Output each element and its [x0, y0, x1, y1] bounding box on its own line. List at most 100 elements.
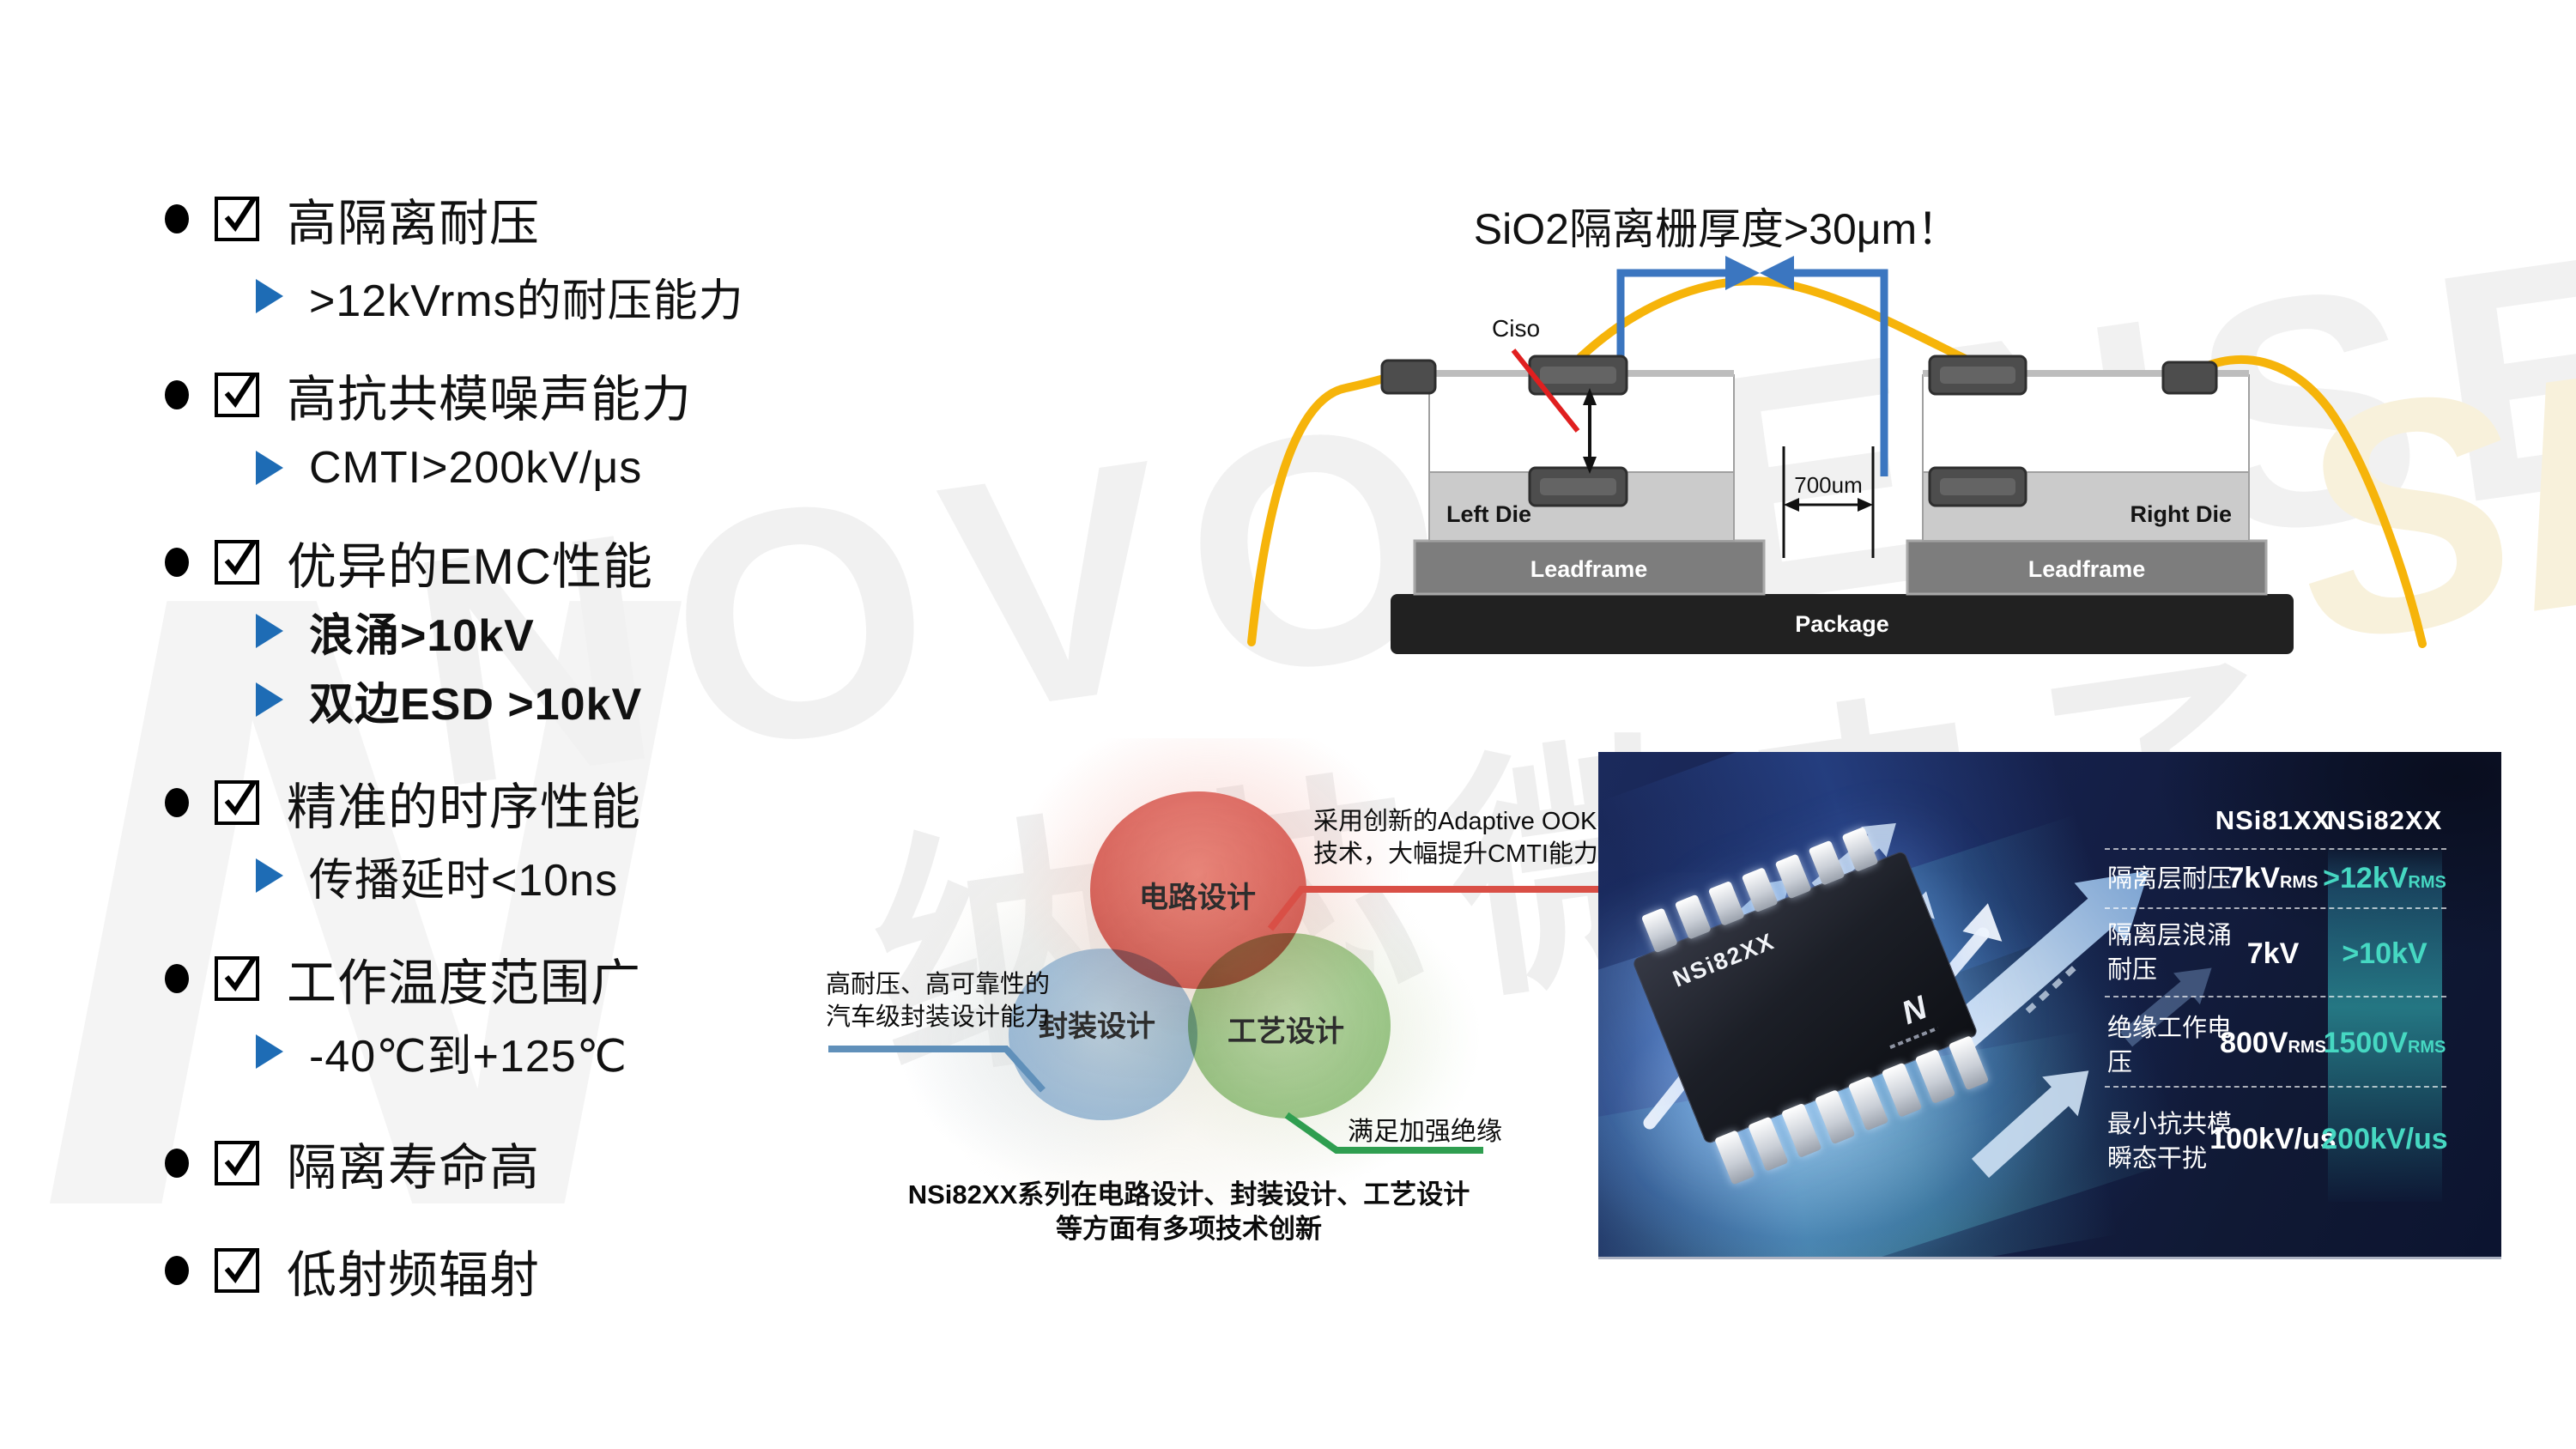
table-cell-nsi81xx: 7kVRMS	[2200, 862, 2346, 895]
feature-subitem: >12kVrms的耐压能力	[256, 266, 744, 326]
feature-label: 隔离寿命高	[287, 1140, 541, 1196]
diagram-title: SiO2隔离栅厚度>30μm！	[1474, 205, 1960, 253]
callout-line-process	[1284, 1112, 1483, 1154]
checkbox-icon	[215, 197, 259, 241]
callout-line-package	[828, 1046, 1046, 1093]
table-cell-nsi82xx: 1500VRMS	[2312, 1027, 2458, 1060]
feature-subitem: -40℃到+125℃	[256, 1022, 627, 1082]
value: >12kV	[2323, 862, 2409, 894]
row-divider	[2105, 1086, 2446, 1088]
bullet-dot-icon	[165, 1256, 189, 1285]
feature-list: 高隔离耐压 >12kVrms的耐压能力 高抗共模噪声能力 CMTI>200kV/…	[0, 0, 901, 1449]
arrow-dashed-icon	[2025, 964, 2078, 1014]
table-cell-nsi81xx: 7kV	[2200, 937, 2346, 971]
arrow-head-left-icon	[1760, 256, 1794, 290]
feature-label: 优异的EMC性能	[287, 539, 653, 595]
feature-label: 低射频辐射	[287, 1247, 541, 1303]
feature-sublabel: 双边ESD >10kV	[309, 679, 643, 730]
bond-pads	[1380, 355, 2218, 507]
feature-item: 高抗共模噪声能力	[165, 362, 692, 427]
venn-caption-line1: NSi82XX系列在电路设计、封装设计、工艺设计	[907, 1179, 1470, 1210]
table-header-nsi81xx: NSi81XX	[2215, 805, 2331, 835]
feature-label: 高隔离耐压	[287, 196, 541, 252]
value: 7kV	[2246, 937, 2300, 970]
value-sub: RMS	[2280, 873, 2318, 892]
checkbox-icon	[215, 780, 259, 825]
feature-sublabel: CMTI>200kV/μs	[309, 443, 643, 493]
bullet-dot-icon	[165, 548, 189, 577]
bullet-dot-icon	[165, 788, 189, 817]
arrow-bullet-icon	[256, 858, 283, 893]
table-cell-nsi81xx: 100kV/us	[2200, 1123, 2346, 1156]
leadframe-right-label: Leadframe	[2028, 556, 2146, 582]
product-panel: NSi82XX N NSi81XX NSi82XX 隔离层耐压	[1598, 752, 2501, 1257]
value: >10kV	[2342, 937, 2428, 970]
feature-item: 隔离寿命高	[165, 1131, 540, 1196]
chip-part-number: NSi82XX	[1669, 927, 1779, 992]
feature-sublabel: -40℃到+125℃	[309, 1031, 628, 1082]
table-row-label: 隔离层耐压	[2107, 865, 2233, 893]
arrow-head-right-icon	[1725, 256, 1760, 290]
row-divider	[2105, 907, 2446, 909]
row-divider	[2105, 996, 2446, 997]
feature-sublabel: >12kVrms的耐压能力	[309, 276, 744, 326]
right-die-label: Right Die	[2131, 501, 2233, 527]
feature-subitem: 传播延时<10ns	[256, 846, 618, 906]
arrow-up-icon	[1971, 1070, 2089, 1179]
venn-diagram: 电路设计 封装设计 工艺设计 采用创新的Adaptive OOK 技术，大幅提升…	[807, 738, 1648, 1288]
value-sub: RMS	[2407, 1038, 2446, 1057]
ciso-pointer-line	[1511, 349, 1580, 433]
checkbox-icon	[215, 540, 259, 585]
ciso-label: Ciso	[1492, 315, 1540, 342]
value: 100kV/us	[2209, 1123, 2337, 1155]
venn-label-package: 封装设计	[1039, 1010, 1155, 1043]
die-stack-diagram: SiO2隔离栅厚度>30μm！ Package Leadframe Leadfr…	[1202, 155, 2532, 687]
bond-wire-middle	[1568, 276, 1987, 372]
checkbox-icon	[215, 956, 259, 1001]
table-cell-nsi82xx: 200kV/us	[2312, 1123, 2458, 1156]
row-divider	[2105, 848, 2446, 850]
left-die-label: Left Die	[1446, 501, 1531, 527]
nsi82xx-highlight-band	[2328, 848, 2442, 1202]
bond-wire-right	[2191, 355, 2427, 648]
feature-subitem: 浪涌>10kV	[256, 601, 535, 661]
value-sub: RMS	[2408, 873, 2446, 892]
venn-label-process: 工艺设计	[1227, 1016, 1344, 1048]
table-cell-nsi82xx: >10kV	[2312, 937, 2458, 971]
arrow-bullet-icon	[256, 614, 283, 648]
feature-subitem: 双边ESD >10kV	[256, 670, 642, 730]
arrow-bullet-icon	[256, 1034, 283, 1069]
checkbox-icon	[215, 1248, 259, 1293]
callout-circuit: 采用创新的Adaptive OOK 技术，大幅提升CMTI能力	[1313, 805, 1598, 870]
callout-circuit-line1: 采用创新的Adaptive OOK	[1313, 808, 1597, 835]
gap-arrow-left-icon	[1784, 498, 1799, 512]
arrow-bullet-icon	[256, 682, 283, 717]
callout-package-line1: 高耐压、高可靠性的	[826, 971, 1051, 998]
venn-caption-line2: 等方面有多项技术创新	[1056, 1214, 1322, 1244]
callout-lines	[828, 886, 1598, 1154]
callout-package-line2: 汽车级封装设计能力	[826, 1003, 1051, 1031]
arrow-bullet-icon	[256, 279, 283, 313]
feature-item: 低射频辐射	[165, 1238, 540, 1303]
package-bar	[1391, 594, 2294, 654]
table-row-label: 隔离层浪涌耐压	[2107, 922, 2233, 984]
table-row-label: 最小抗共模瞬态干扰	[2107, 1111, 2233, 1173]
callout-line-circuit	[1267, 886, 1598, 931]
bullet-dot-icon	[165, 1149, 189, 1178]
value: 800V	[2220, 1027, 2288, 1059]
feature-label: 精准的时序性能	[287, 779, 642, 835]
table-cell-nsi82xx: >12kVRMS	[2312, 862, 2458, 895]
callout-process: 满足加强绝缘	[1348, 1118, 1502, 1146]
feature-sublabel: 浪涌>10kV	[309, 610, 535, 661]
callout-package: 高耐压、高可靠性的 汽车级封装设计能力	[826, 968, 1050, 1034]
value-sub: RMS	[2288, 1038, 2326, 1057]
bullet-dot-icon	[165, 964, 189, 993]
venn-label-circuit: 电路设计	[1139, 882, 1256, 914]
callout-circuit-line2: 技术，大幅提升CMTI能力	[1313, 840, 1598, 868]
arrow-up-icon	[1942, 870, 2149, 1054]
leadframe-left-label: Leadframe	[1530, 556, 1648, 582]
right-die-topcap	[1923, 370, 2249, 377]
feature-item: 优异的EMC性能	[165, 530, 653, 595]
table-header-nsi82xx: NSi82XX	[2326, 805, 2443, 835]
